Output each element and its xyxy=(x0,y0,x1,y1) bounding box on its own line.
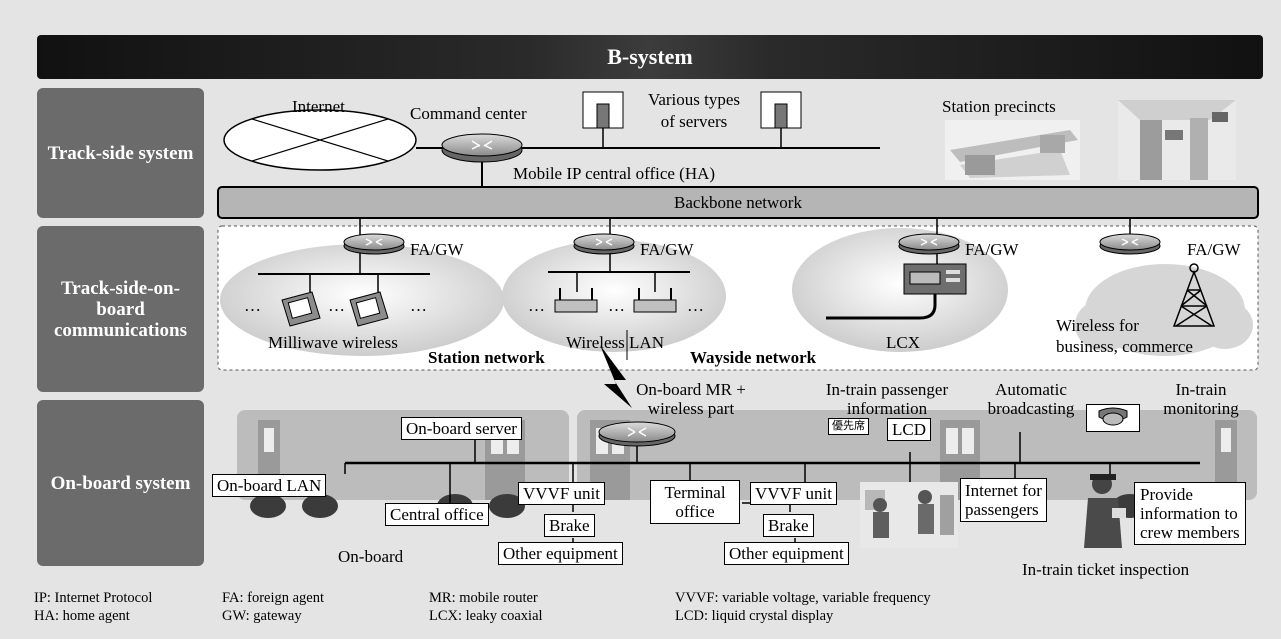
router-icon-command xyxy=(441,133,523,163)
priority-seat-sign: 優先席 xyxy=(828,418,869,435)
brake-box-2: Brake xyxy=(763,514,814,537)
auto-broadcast-label-1: Automatic xyxy=(995,380,1067,399)
server-icon-1 xyxy=(582,91,624,148)
wireless-business-label-2: business, commerce xyxy=(1056,337,1193,356)
router-icon-fa-gw-2 xyxy=(573,233,635,255)
passenger-info-label-1: In-train passenger xyxy=(825,380,949,399)
wireless-ap-icon-2 xyxy=(633,288,677,313)
ticket-inspection-label: In-train ticket inspection xyxy=(1022,560,1190,579)
command-center-label: Command center xyxy=(410,104,527,123)
router-icon-fa-gw-1 xyxy=(343,233,405,255)
milliwave-label: Milliwave wireless xyxy=(268,333,398,352)
vvvf-unit-box-2: VVVF unit xyxy=(750,482,837,505)
wireless-business-label-1: Wireless for xyxy=(1056,316,1139,335)
dots-1: … xyxy=(244,296,261,315)
fa-gw-label-3: FA/GW xyxy=(965,240,1019,259)
central-office-box: Central office xyxy=(385,503,489,526)
terminal-office-label-2: office xyxy=(675,502,715,521)
terminal-office-box: Terminal office xyxy=(650,480,740,524)
fa-gw-label-4: FA/GW xyxy=(1187,240,1241,259)
station-ellipse-2 xyxy=(502,240,726,352)
dots-6: … xyxy=(687,296,704,315)
monitoring-label-1: In-train xyxy=(1175,380,1227,399)
terminal-office-label-1: Terminal xyxy=(664,483,726,502)
footnote-vvvf: VVVF: variable voltage, variable frequen… xyxy=(675,590,931,606)
dots-4: … xyxy=(528,296,545,315)
onboard-server-box: On-board server xyxy=(401,417,522,440)
backbone-bar xyxy=(217,186,1259,219)
footnote-gw: GW: gateway xyxy=(222,608,302,624)
footnote-ha: HA: home agent xyxy=(34,608,130,624)
crew-information-box: Provide information to crew members xyxy=(1134,482,1246,545)
onboard-label: On-board xyxy=(338,547,404,566)
biz-cloud xyxy=(1075,264,1253,356)
server-icon-2 xyxy=(760,91,802,148)
internet-passengers-label-1: Internet for xyxy=(965,481,1042,500)
onboard-mr-label-1: On-board MR + xyxy=(636,380,746,399)
backbone-label: Backbone network xyxy=(674,193,802,212)
servers-label-1: Various types xyxy=(647,90,741,109)
servers-label-2: of servers xyxy=(660,112,728,131)
monitoring-label-2: monitoring xyxy=(1163,399,1239,418)
section-label-communications: Track-side-on-board communications xyxy=(37,226,204,392)
fa-gw-label-2: FA/GW xyxy=(640,240,694,259)
wireless-link-icon xyxy=(600,345,632,408)
dots-2: … xyxy=(328,296,345,315)
lcx-cable xyxy=(826,294,937,320)
camera-icon xyxy=(1098,407,1128,426)
wireless-lan-label: Wireless LAN xyxy=(566,333,664,352)
internet-label: Internet xyxy=(292,97,345,116)
lcx-label: LCX xyxy=(886,333,920,352)
router-icon-onboard-mr xyxy=(598,421,676,447)
wayside-network-label: Wayside network xyxy=(690,348,817,367)
footnote-ip: IP: Internet Protocol xyxy=(34,590,153,606)
passenger-info-label-2: information xyxy=(846,399,928,418)
footnote-lcd: LCD: liquid crystal display xyxy=(675,608,834,624)
comm-region xyxy=(217,225,1259,371)
passengers-image xyxy=(860,482,958,548)
internet-ellipse-icon xyxy=(223,109,417,171)
lcx-ellipse xyxy=(792,228,1008,352)
internet-passengers-label-2: passengers xyxy=(965,500,1039,519)
footnote-mr: MR: mobile router xyxy=(429,590,538,606)
other-equipment-box-2: Other equipment xyxy=(724,542,849,565)
brake-box-1: Brake xyxy=(544,514,595,537)
footnote-fa: FA: foreign agent xyxy=(222,590,325,606)
crew-info-label-1: Provide xyxy=(1140,485,1193,504)
fa-gw-label-1: FA/GW xyxy=(410,240,464,259)
section-label-onboard: On-board system xyxy=(37,400,204,566)
footnote-lcx: LCX: leaky coaxial xyxy=(429,608,543,624)
internet-for-passengers-box: Internet for passengers xyxy=(960,478,1047,522)
auto-broadcast-label-2: broadcasting xyxy=(987,399,1075,418)
station-network-label: Station network xyxy=(428,348,545,367)
crew-info-label-3: crew members xyxy=(1140,523,1240,542)
lcx-unit-icon xyxy=(903,263,967,295)
other-equipment-box-1: Other equipment xyxy=(498,542,623,565)
router-icon-fa-gw-3 xyxy=(898,233,960,255)
station-precincts-label: Station precincts xyxy=(942,97,1056,116)
camera-box xyxy=(1086,404,1140,432)
vvvf-unit-box-1: VVVF unit xyxy=(518,482,605,505)
conductor-icon xyxy=(1084,474,1126,548)
station-image-2 xyxy=(1118,100,1236,180)
router-icon-fa-gw-4 xyxy=(1099,233,1161,255)
dots-5: … xyxy=(608,296,625,315)
antenna-tower-icon xyxy=(1172,263,1216,327)
wireless-ap-icon-1 xyxy=(554,288,598,313)
dots-3: … xyxy=(410,296,427,315)
crew-info-label-2: information to xyxy=(1140,504,1238,523)
mobile-ip-label: Mobile IP central office (HA) xyxy=(513,164,716,183)
milliwave-device-icon-2 xyxy=(349,291,389,327)
section-label-trackside: Track-side system xyxy=(37,88,204,218)
milliwave-device-icon-1 xyxy=(281,291,321,327)
page-title: B-system xyxy=(37,35,1263,79)
lcd-box: LCD xyxy=(887,418,931,441)
onboard-mr-label-2: wireless part xyxy=(647,399,735,418)
station-image-1 xyxy=(945,120,1080,180)
onboard-lan-box: On-board LAN xyxy=(212,474,327,497)
